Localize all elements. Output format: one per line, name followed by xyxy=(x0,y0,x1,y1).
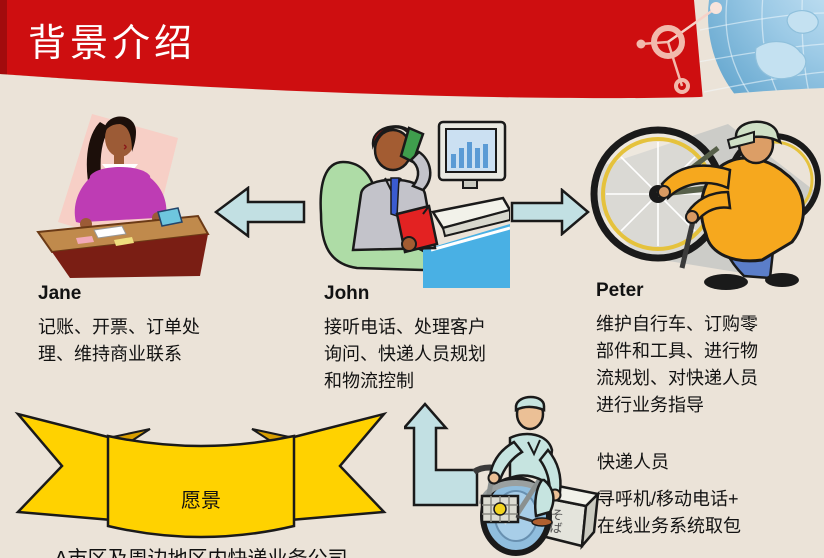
person-desc-peter: 维护自行车、订购零 部件和工具、进行物 流规划、对快递人员 进行业务指导 xyxy=(596,314,758,415)
network-nodes-icon xyxy=(636,2,722,94)
header-banner xyxy=(0,0,824,99)
vision-line: A市区及周边地区内快递业务公司 xyxy=(12,545,390,558)
person-name-peter: Peter xyxy=(596,280,644,301)
bar-chart-icon xyxy=(451,142,488,168)
calculator-icon xyxy=(157,207,183,227)
courier-title: 快递人员 xyxy=(597,452,669,472)
person-desc-john: 接听电话、处理客户 询问、快递人员规划 和物流控制 xyxy=(324,317,486,391)
bicycle-basket-icon xyxy=(480,494,520,524)
rider-cap-icon xyxy=(514,395,546,413)
jane-blouse xyxy=(84,167,156,222)
courier-desc: 寻呼机/移动电话+ 在线业务系统取包 xyxy=(597,489,741,536)
jane-illustration-woman-at-desk xyxy=(36,114,210,278)
tie xyxy=(390,177,400,218)
vision-ribbon xyxy=(14,411,388,539)
keyboard-icon xyxy=(430,196,510,238)
page-title: 背景介绍 xyxy=(28,23,197,65)
person-name-jane: Jane xyxy=(38,283,82,304)
peter-illustration-bicycle-repair xyxy=(590,120,821,290)
john-illustration-man-on-phone xyxy=(319,120,510,288)
vision-banner-text: 愿景 A市区及周边地区内快递业务公司 xyxy=(12,458,390,558)
bent-up-arrow-icon xyxy=(404,402,479,507)
person-desc-jane: 记账、开票、订单处 理、维持商业联系 xyxy=(38,317,200,364)
courier-illustration-delivery-cyclist: そば xyxy=(472,395,601,556)
globe-icon xyxy=(697,0,824,99)
vision-heading: 愿景 xyxy=(181,490,221,512)
monitor-icon xyxy=(437,120,507,189)
person-name-john: John xyxy=(324,283,370,304)
right-arrow-icon xyxy=(510,188,590,236)
desk-surface xyxy=(423,224,510,288)
left-arrow-icon xyxy=(214,186,306,238)
